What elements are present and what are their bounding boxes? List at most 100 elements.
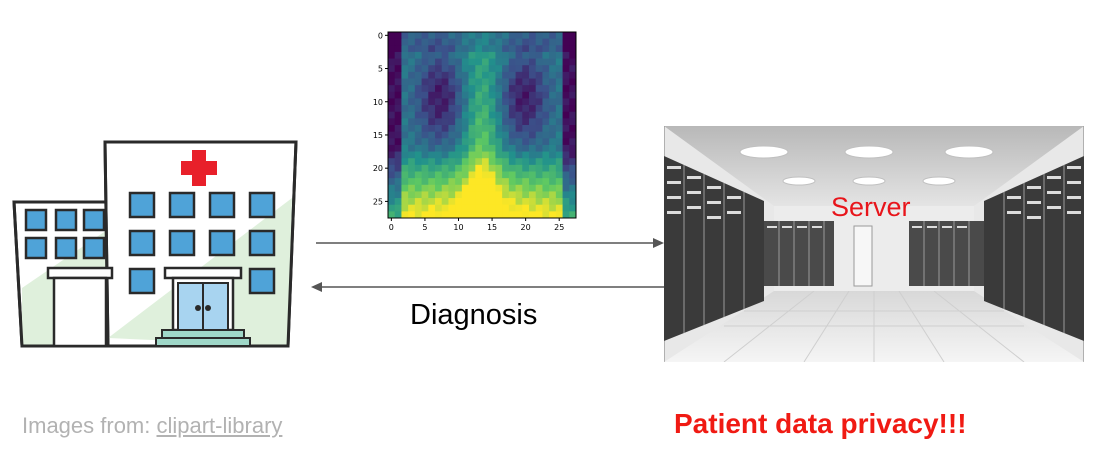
heatmap-cell bbox=[421, 98, 429, 106]
heatmap-cell bbox=[421, 144, 429, 152]
heatmap-cell bbox=[414, 58, 422, 66]
heatmap-cell bbox=[569, 171, 577, 179]
heatmap-cell bbox=[468, 158, 476, 166]
heatmap-cell bbox=[555, 58, 563, 66]
heatmap-cell bbox=[414, 118, 422, 126]
heatmap-cell bbox=[488, 164, 496, 172]
heatmap-cell bbox=[482, 38, 490, 46]
heatmap-cell bbox=[414, 138, 422, 146]
heatmap-cell bbox=[549, 131, 557, 139]
heatmap-cell bbox=[482, 58, 490, 66]
credit-link[interactable]: clipart-library bbox=[156, 413, 283, 438]
heatmap-cell bbox=[549, 191, 557, 199]
heatmap-cell bbox=[502, 85, 510, 93]
heatmap-cell bbox=[542, 118, 550, 126]
heatmap-cell bbox=[502, 138, 510, 146]
heatmap-cell bbox=[502, 191, 510, 199]
heatmap-cell bbox=[522, 151, 530, 159]
heatmap-cell bbox=[441, 184, 449, 192]
heatmap-cell bbox=[522, 184, 530, 192]
heatmap-cell bbox=[555, 65, 563, 73]
heatmap-cell bbox=[549, 85, 557, 93]
heatmap-cell bbox=[535, 211, 543, 219]
heatmap-cell bbox=[502, 38, 510, 46]
heatmap-cell bbox=[421, 51, 429, 59]
heatmap-cell bbox=[414, 98, 422, 106]
heatmap-cell bbox=[508, 65, 516, 73]
heatmap-cell bbox=[549, 38, 557, 46]
heatmap-cell bbox=[508, 164, 516, 172]
heatmap-cell bbox=[495, 151, 503, 159]
heatmap-cell bbox=[475, 191, 483, 199]
heatmap-cell bbox=[394, 111, 402, 119]
heatmap-cell bbox=[529, 158, 537, 166]
heatmap-cell bbox=[508, 118, 516, 126]
heatmap-cell bbox=[401, 158, 409, 166]
heatmap-cell bbox=[441, 111, 449, 119]
x-tick-label: 0 bbox=[389, 223, 394, 232]
heatmap-cell bbox=[428, 184, 436, 192]
heatmap-cell bbox=[441, 138, 449, 146]
heatmap-cell bbox=[461, 125, 469, 133]
heatmap-cell bbox=[549, 178, 557, 186]
heatmap-cell bbox=[414, 178, 422, 186]
heatmap-cell bbox=[455, 211, 463, 219]
heatmap-cell bbox=[508, 125, 516, 133]
heatmap-cell bbox=[394, 158, 402, 166]
heatmap-cell bbox=[455, 118, 463, 126]
heatmap-cell bbox=[448, 58, 456, 66]
heatmap-cell bbox=[448, 178, 456, 186]
heatmap-cell bbox=[394, 51, 402, 59]
heatmap-cell bbox=[468, 171, 476, 179]
heatmap-cell bbox=[542, 151, 550, 159]
heatmap-cell bbox=[522, 164, 530, 172]
heatmap-cell bbox=[569, 38, 577, 46]
heatmap-cell bbox=[549, 138, 557, 146]
heatmap-cell bbox=[414, 211, 422, 219]
heatmap-cell bbox=[401, 78, 409, 86]
heatmap-cell bbox=[421, 45, 429, 53]
heatmap-cell bbox=[508, 58, 516, 66]
heatmap-cell bbox=[428, 78, 436, 86]
heatmap-cell bbox=[388, 151, 396, 159]
heatmap-cell bbox=[441, 131, 449, 139]
heatmap-cell bbox=[569, 211, 577, 219]
heatmap-cell bbox=[562, 98, 570, 106]
heatmap-cell bbox=[401, 211, 409, 219]
heatmap-cell bbox=[522, 198, 530, 206]
heatmap-cell bbox=[388, 78, 396, 86]
heatmap-cell bbox=[414, 111, 422, 119]
heatmap-cell bbox=[549, 204, 557, 212]
heatmap-cell bbox=[542, 51, 550, 59]
heatmap-cell bbox=[394, 164, 402, 172]
heatmap-cell bbox=[461, 184, 469, 192]
heatmap-cell bbox=[408, 65, 416, 73]
heatmap-cell bbox=[549, 78, 557, 86]
heatmap-cell bbox=[414, 151, 422, 159]
heatmap-cell bbox=[435, 191, 443, 199]
heatmap-cell bbox=[522, 65, 530, 73]
heatmap-cell bbox=[495, 158, 503, 166]
heatmap-cell bbox=[428, 138, 436, 146]
heatmap-cell bbox=[482, 164, 490, 172]
heatmap-cell bbox=[495, 71, 503, 79]
heatmap-cell bbox=[522, 91, 530, 99]
heatmap-cell bbox=[461, 58, 469, 66]
heatmap-cell bbox=[555, 111, 563, 119]
heatmap-cell bbox=[448, 71, 456, 79]
heatmap-cell bbox=[488, 91, 496, 99]
heatmap-cell bbox=[421, 105, 429, 113]
heatmap-cell bbox=[522, 118, 530, 126]
heatmap-cell bbox=[414, 191, 422, 199]
heatmap-cell bbox=[408, 125, 416, 133]
heatmap-cell bbox=[555, 125, 563, 133]
heatmap-cell bbox=[562, 111, 570, 119]
heatmap-cell bbox=[455, 45, 463, 53]
heatmap-cell bbox=[515, 151, 523, 159]
heatmap-cell bbox=[488, 71, 496, 79]
heatmap-cell bbox=[435, 198, 443, 206]
heatmap-cell bbox=[562, 144, 570, 152]
heatmap-cell bbox=[394, 91, 402, 99]
heatmap-cell bbox=[401, 178, 409, 186]
heatmap-cell bbox=[448, 131, 456, 139]
